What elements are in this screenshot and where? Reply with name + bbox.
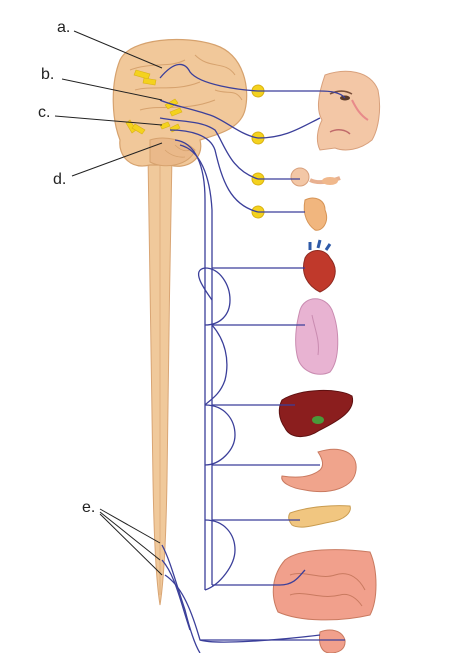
liver-illustration xyxy=(278,389,354,437)
parotid-gland-illustration xyxy=(303,197,328,231)
label-pointers xyxy=(54,30,163,576)
pancreas-illustration xyxy=(288,505,351,528)
intestine-illustration xyxy=(272,549,377,621)
heart-illustration xyxy=(303,239,336,293)
label-d: d. xyxy=(53,171,67,188)
label-e: e. xyxy=(82,499,96,516)
ganglia xyxy=(251,84,265,219)
bladder-illustration xyxy=(319,629,346,653)
brain-illustration xyxy=(112,38,248,167)
lung-illustration xyxy=(295,298,339,375)
nerve-pathways xyxy=(159,63,346,653)
stomach-illustration xyxy=(281,448,357,493)
label-b: b. xyxy=(41,66,55,83)
label-c: c. xyxy=(38,104,51,121)
label-a: a. xyxy=(57,19,71,36)
head-profile-illustration xyxy=(316,70,381,151)
salivary-gland-illustration xyxy=(290,167,341,187)
